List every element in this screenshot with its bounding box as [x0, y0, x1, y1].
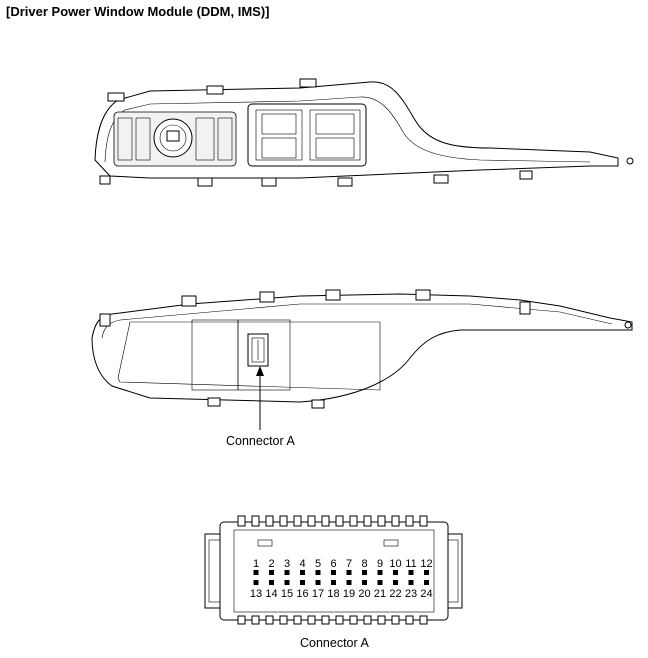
- diagram-title: [Driver Power Window Module (DDM, IMS)]: [6, 4, 270, 19]
- pin-label-11: 11: [405, 558, 416, 570]
- pin-12: [424, 570, 429, 575]
- rib: [251, 515, 260, 527]
- module-bottom-view: [91, 289, 633, 409]
- pin-3: [284, 570, 290, 575]
- pin-label-15: 15: [281, 588, 293, 600]
- pin-label-22: 22: [389, 588, 401, 600]
- pin-16: [300, 580, 305, 585]
- rib: [237, 615, 246, 625]
- rib: [307, 615, 316, 625]
- pin-2: [269, 570, 274, 575]
- rib: [307, 515, 316, 527]
- rib: [349, 615, 358, 625]
- pin-label-9: 9: [377, 558, 383, 570]
- rib: [293, 515, 302, 527]
- connector-callout: [256, 366, 264, 430]
- pin-label-16: 16: [296, 588, 308, 600]
- pin-8: [362, 570, 367, 575]
- connector-caption: Connector A: [300, 636, 369, 650]
- pin-row-top: [253, 570, 429, 575]
- pin-label-13: 13: [250, 588, 262, 600]
- pin-label-21: 21: [374, 588, 386, 600]
- rib: [279, 615, 288, 625]
- pin-label-8: 8: [361, 558, 367, 570]
- pin-14: [269, 580, 274, 585]
- rib: [265, 615, 274, 625]
- pin-20: [362, 580, 367, 585]
- rib: [349, 515, 358, 527]
- rib: [335, 615, 344, 625]
- pin-label-3: 3: [284, 558, 290, 570]
- rib: [405, 615, 414, 625]
- rib: [265, 515, 274, 527]
- rib: [391, 515, 400, 527]
- pin-label-5: 5: [315, 558, 321, 570]
- pin-19: [346, 580, 352, 585]
- pin-label-1: 1: [253, 558, 259, 570]
- rib: [321, 615, 330, 625]
- pin-label-24: 24: [420, 588, 432, 600]
- rib: [377, 615, 386, 625]
- pin-24: [424, 580, 429, 585]
- pin-18: [331, 580, 336, 585]
- pin-label-6: 6: [330, 558, 336, 570]
- connector-ribs: [237, 515, 428, 625]
- pin-10: [393, 570, 398, 575]
- pin-21: [377, 580, 383, 585]
- pin-label-7: 7: [346, 558, 352, 570]
- pin-label-20: 20: [358, 588, 370, 600]
- pin-9: [377, 570, 383, 575]
- rib: [335, 515, 344, 527]
- rib: [405, 515, 414, 527]
- pin-13: [253, 580, 259, 585]
- pin-label-19: 19: [343, 588, 355, 600]
- rib: [419, 615, 428, 625]
- pin-11: [408, 570, 414, 575]
- pin-1: [253, 570, 259, 575]
- rib: [293, 615, 302, 625]
- rib: [363, 515, 372, 527]
- pin-label-23: 23: [405, 588, 417, 600]
- pin-17: [315, 580, 321, 585]
- pin-label-4: 4: [299, 558, 305, 570]
- pin-row-bottom: [253, 580, 429, 585]
- rib: [363, 615, 372, 625]
- rib: [377, 515, 386, 527]
- rib: [321, 515, 330, 527]
- module-top-view: [94, 78, 634, 187]
- pin-label-10: 10: [389, 558, 401, 570]
- pin-15: [284, 580, 290, 585]
- pin-7: [346, 570, 352, 575]
- pin-4: [300, 570, 305, 575]
- callout-label: Connector A: [226, 434, 295, 448]
- pin-5: [315, 570, 321, 575]
- rib: [237, 515, 246, 527]
- pin-label-17: 17: [312, 588, 324, 600]
- rib: [251, 615, 260, 625]
- rib: [391, 615, 400, 625]
- pin-22: [393, 580, 398, 585]
- pin-label-2: 2: [268, 558, 274, 570]
- pin-label-14: 14: [265, 588, 277, 600]
- rib: [279, 515, 288, 527]
- pin-6: [331, 570, 336, 575]
- pin-23: [408, 580, 414, 585]
- pin-label-18: 18: [327, 588, 339, 600]
- rib: [419, 515, 428, 527]
- pin-label-12: 12: [420, 558, 432, 570]
